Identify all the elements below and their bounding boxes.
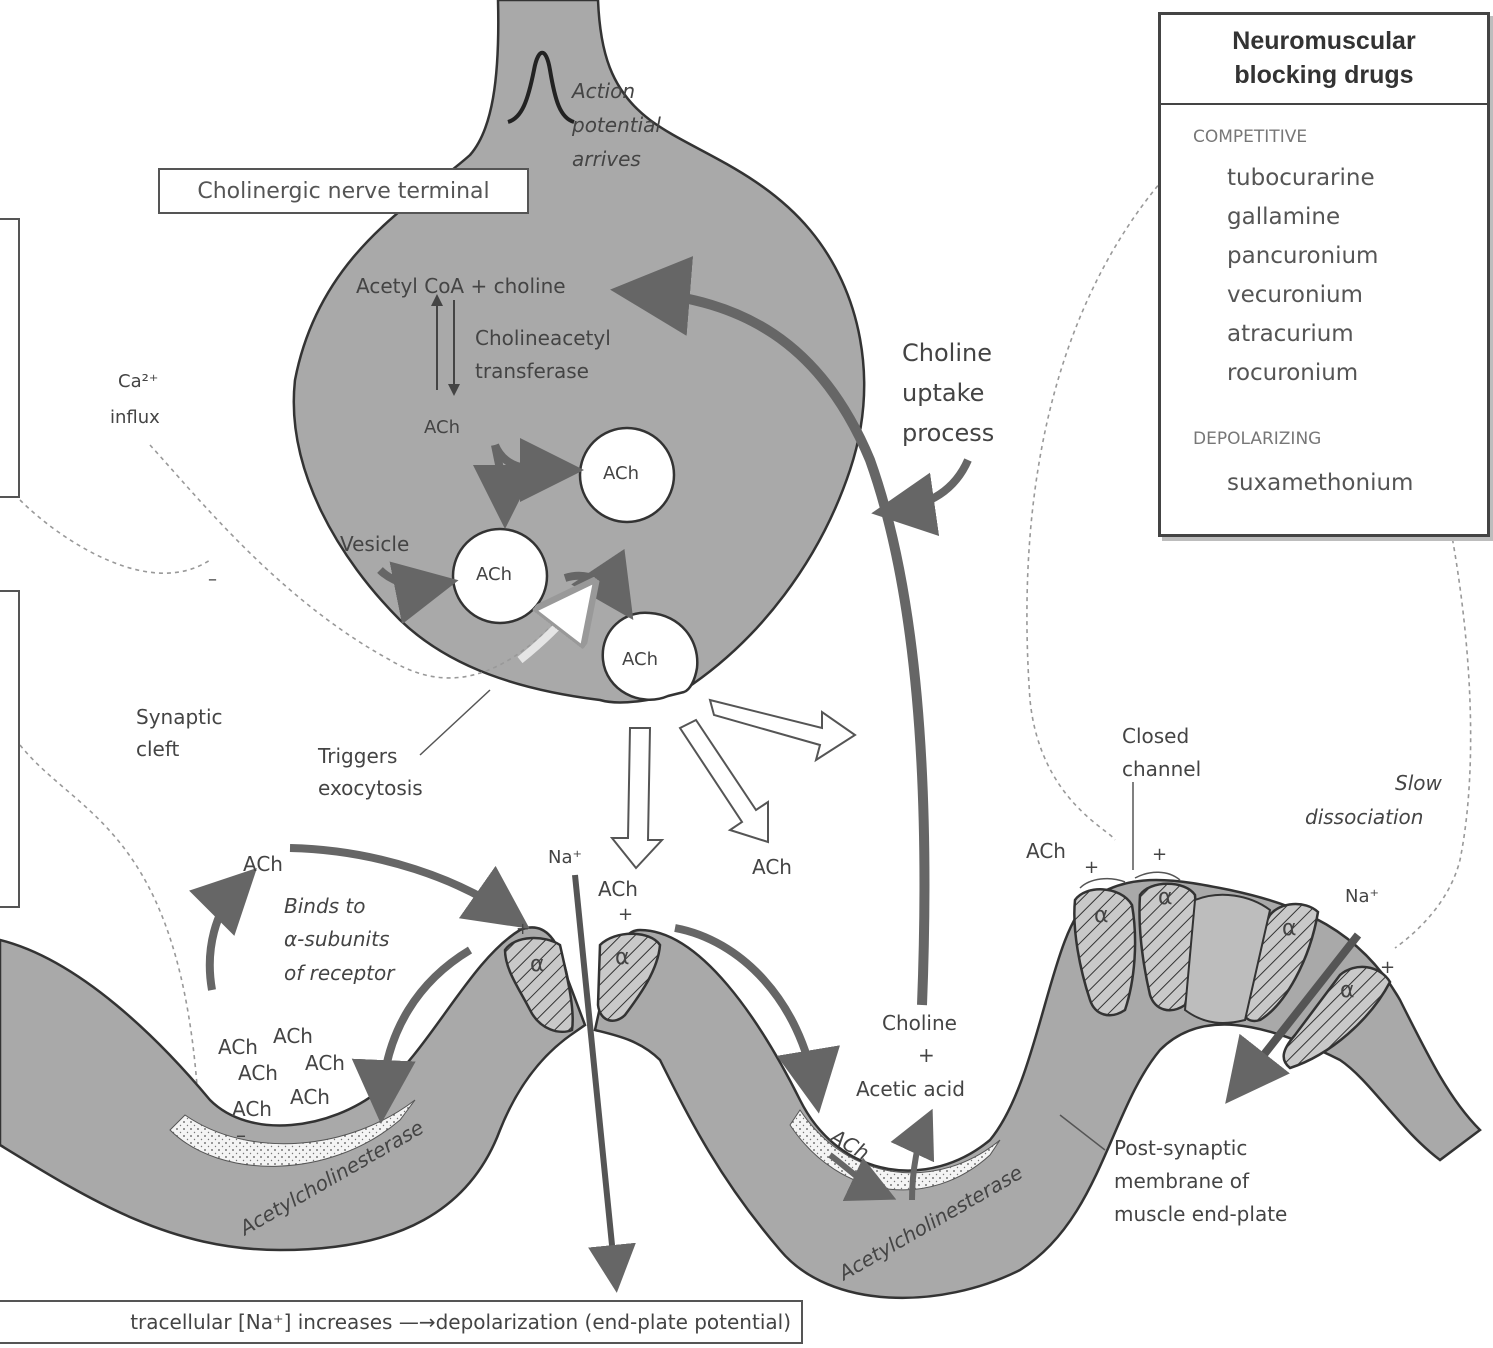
charge-plus-3: + (1084, 858, 1099, 879)
charge-plus-1: + (516, 920, 529, 938)
ach-right-release: ACh (752, 856, 792, 879)
footer-caption: tracellular [Na⁺] increases —→depolariza… (0, 1300, 803, 1344)
drug-item: pancuronium (1227, 243, 1378, 282)
acetyl-coa-label: Acetyl CoA + choline (356, 275, 566, 298)
exocytosis-label: exocytosis (318, 777, 423, 800)
ach-cluster-4: ACh (305, 1052, 345, 1075)
diffuse-arrow-left (210, 885, 240, 990)
release-arrow-2 (680, 720, 768, 842)
choline-uptake-arrow (895, 460, 968, 510)
alpha-label-2: α (615, 945, 630, 970)
vesicle-2-label: ACh (476, 565, 512, 586)
drugs-header: Neuromuscular blocking drugs (1161, 15, 1487, 105)
ach-released-left: ACh (243, 853, 283, 876)
synaptic-label: Synaptic (136, 706, 223, 729)
cleft-label: cleft (136, 738, 179, 761)
depolarizing-path (1395, 500, 1471, 948)
ach-cluster-6: ACh (290, 1086, 330, 1109)
triggers-leader (420, 690, 490, 755)
drugs-title: Neuromuscular blocking drugs (1232, 25, 1415, 93)
ach-synth-label: ACh (424, 418, 460, 439)
alpha-label-4: α (1158, 885, 1173, 910)
alpha-label-3: α (1094, 903, 1109, 928)
drug-item: gallamine (1227, 204, 1378, 243)
postsynaptic-2: membrane of (1114, 1170, 1249, 1193)
dissociation-label: dissociation (1305, 806, 1423, 829)
choline-product: Choline (882, 1012, 957, 1035)
ca-label: Ca²⁺ (118, 372, 158, 393)
cluster-minus-sign: – (236, 1124, 246, 1147)
drug-item: tubocurarine (1227, 165, 1378, 204)
drugs-box: Neuromuscular blocking drugs COMPETITIVE… (1158, 12, 1490, 537)
ach-center: ACh (598, 878, 638, 901)
closed-channel-2: channel (1122, 758, 1201, 781)
na-arrow-left (575, 875, 615, 1275)
postsynaptic-1: Post-synaptic (1114, 1137, 1247, 1160)
drug-item: atracurium (1227, 321, 1378, 360)
depolarizing-label: DEPOLARIZING (1193, 429, 1321, 449)
alpha-label-1: α (530, 952, 545, 977)
slow-label: Slow (1395, 772, 1442, 795)
alpha-label-6: α (1340, 978, 1355, 1003)
enzyme-label-1: Cholineacetyl (475, 327, 611, 350)
vesicle-label: Vesicle (340, 533, 409, 556)
charge-plus-2: + (618, 905, 633, 926)
drug-item: rocuronium (1227, 360, 1378, 399)
postsynaptic-3: muscle end-plate (1114, 1203, 1287, 1226)
action-potential-line-2: potential (572, 114, 661, 137)
triggers-label: Triggers (318, 745, 397, 768)
left-clipped-box-top (0, 218, 20, 498)
influx-label: influx (110, 408, 160, 429)
binds-label-2: α-subunits (284, 928, 389, 951)
left-clipped-box-bottom (0, 590, 20, 908)
choline-uptake-3: process (902, 420, 994, 448)
charge-plus-5: + (1380, 958, 1395, 979)
release-arrow-1 (612, 728, 662, 868)
na-left-label: Na⁺ (548, 848, 582, 869)
ach-cluster-1: ACh (218, 1036, 258, 1059)
terminal-label: Cholinergic nerve terminal (158, 168, 529, 214)
choline-uptake-1: Choline (902, 340, 992, 368)
na-right-label: Na⁺ (1345, 887, 1379, 908)
product-plus: + (918, 1044, 935, 1067)
binds-label-1: Binds to (284, 895, 366, 918)
vesicle-3-label: ACh (622, 650, 658, 671)
drug-item: suxamethonium (1227, 470, 1413, 509)
ach-cluster-2: ACh (273, 1025, 313, 1048)
charge-plus-4: + (1152, 845, 1167, 866)
ach-cluster-3: ACh (238, 1062, 278, 1085)
depolarizing-list: suxamethonium (1227, 470, 1413, 509)
ca-minus-sign: – (208, 570, 217, 591)
choline-uptake-2: uptake (902, 380, 984, 408)
drug-item: vecuronium (1227, 282, 1378, 321)
action-potential-line-1: Action (572, 80, 635, 103)
acetic-acid-product: Acetic acid (856, 1078, 965, 1101)
left-box-path-a (20, 500, 210, 573)
enzyme-label-2: transferase (475, 360, 589, 383)
competitive-list: tubocurarine gallamine pancuronium vecur… (1227, 165, 1378, 399)
alpha-label-5: α (1282, 916, 1297, 941)
vesicle-1-label: ACh (603, 464, 639, 485)
competitive-label: COMPETITIVE (1193, 127, 1307, 147)
binds-label-3: of receptor (284, 962, 394, 985)
ach-cluster-5: ACh (232, 1098, 272, 1121)
action-potential-line-3: arrives (572, 148, 641, 171)
ach-far-right: ACh (1026, 840, 1066, 863)
release-arrow-3 (710, 700, 855, 760)
closed-channel-1: Closed (1122, 725, 1189, 748)
